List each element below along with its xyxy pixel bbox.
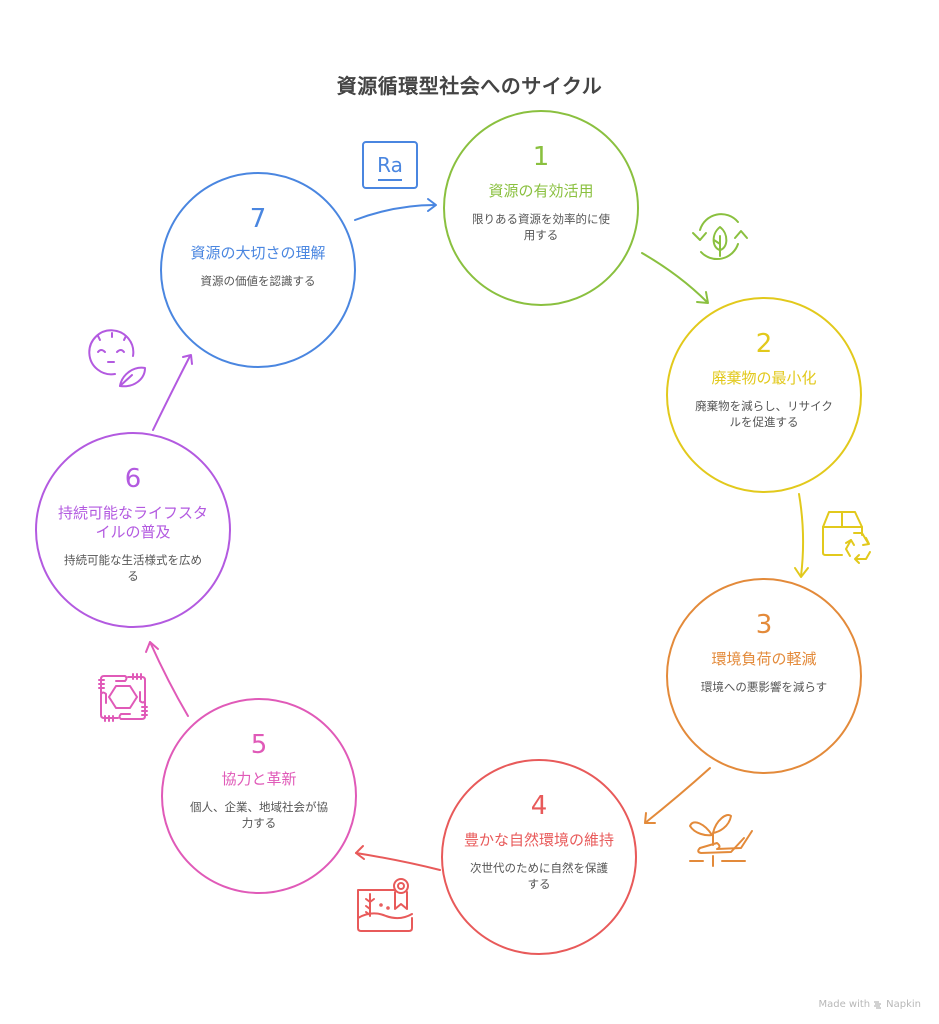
calm-face-leaf-icon bbox=[88, 329, 146, 388]
step-title: 資源の大切さの理解 bbox=[190, 244, 326, 262]
cycle-step-7: 7 資源の大切さの理解 資源の価値を認識する bbox=[160, 172, 356, 368]
step-description: 廃棄物を減らし、リサイクルを促進する bbox=[695, 399, 833, 429]
arrow-6-to-7 bbox=[152, 355, 191, 431]
arrow-4-to-5 bbox=[355, 852, 441, 871]
napkin-watermark[interactable]: Made with Napkin bbox=[818, 999, 921, 1010]
step-number: 7 bbox=[249, 204, 267, 234]
step-title: 廃棄物の最小化 bbox=[711, 369, 817, 387]
napkin-logo-icon bbox=[874, 1000, 882, 1009]
arrow-5-to-6 bbox=[149, 641, 189, 717]
arrowhead-7-to-1 bbox=[427, 198, 437, 212]
cycle-step-5: 5 協力と革新 個人、企業、地域社会が協力する bbox=[161, 698, 357, 894]
made-with-label: Made with bbox=[818, 999, 871, 1010]
cycle-step-6: 6 持続可能なライフスタイルの普及 持続可能な生活様式を広める bbox=[35, 432, 231, 628]
step-number: 2 bbox=[755, 329, 773, 359]
step-number: 1 bbox=[532, 142, 550, 172]
arrow-1-to-2 bbox=[641, 252, 708, 303]
step-title: 豊かな自然環境の維持 bbox=[463, 831, 614, 849]
cycle-step-1: 1 資源の有効活用 限りある資源を効率的に使用する bbox=[443, 110, 639, 306]
arrowhead-5-to-6 bbox=[145, 641, 159, 653]
step-description: 持続可能な生活様式を広める bbox=[64, 553, 202, 583]
arrowhead-1-to-2 bbox=[696, 291, 709, 304]
arrowhead-6-to-7 bbox=[182, 354, 193, 365]
step-title: 協力と革新 bbox=[221, 770, 297, 788]
arrowhead-4-to-5 bbox=[355, 845, 365, 860]
box-recycle-icon bbox=[822, 511, 871, 564]
step-description: 個人、企業、地域社会が協力する bbox=[190, 800, 328, 830]
step-number: 3 bbox=[755, 610, 773, 640]
leaf-recycle-icon bbox=[692, 213, 748, 261]
cycle-step-4: 4 豊かな自然環境の維持 次世代のために自然を保護する bbox=[441, 759, 637, 955]
nature-award-icon bbox=[357, 878, 413, 932]
step-description: 限りある資源を効率的に使用する bbox=[472, 212, 610, 242]
arrowhead-3-to-4 bbox=[644, 812, 656, 824]
step-description: 環境への悪影響を減らす bbox=[700, 680, 828, 694]
step-description: 次世代のために自然を保護する bbox=[470, 861, 608, 891]
step-title: 持続可能なライフスタイルの普及 bbox=[57, 504, 208, 541]
step-description: 資源の価値を認識する bbox=[200, 274, 316, 288]
step-number: 4 bbox=[530, 791, 548, 821]
arrow-3-to-4 bbox=[644, 767, 711, 824]
arrow-2-to-3 bbox=[798, 493, 805, 577]
step-title: 資源の有効活用 bbox=[488, 182, 594, 200]
arrowhead-2-to-3 bbox=[794, 567, 809, 578]
arrow-7-to-1 bbox=[354, 204, 436, 221]
napkin-brand-label: Napkin bbox=[886, 999, 921, 1010]
joined-hands-icon bbox=[98, 673, 148, 722]
cycle-step-3: 3 環境負荷の軽減 環境への悪影響を減らす bbox=[666, 578, 862, 774]
radium-element-icon: Ra bbox=[362, 141, 418, 189]
diagram-title: 資源循環型社会へのサイクル bbox=[336, 74, 603, 98]
element-symbol-label: Ra bbox=[377, 153, 403, 177]
cycle-step-2: 2 廃棄物の最小化 廃棄物を減らし、リサイクルを促進する bbox=[666, 297, 862, 493]
step-number: 6 bbox=[124, 464, 142, 494]
hand-plant-icon bbox=[689, 814, 753, 867]
step-number: 5 bbox=[250, 730, 268, 760]
step-title: 環境負荷の軽減 bbox=[711, 650, 817, 668]
